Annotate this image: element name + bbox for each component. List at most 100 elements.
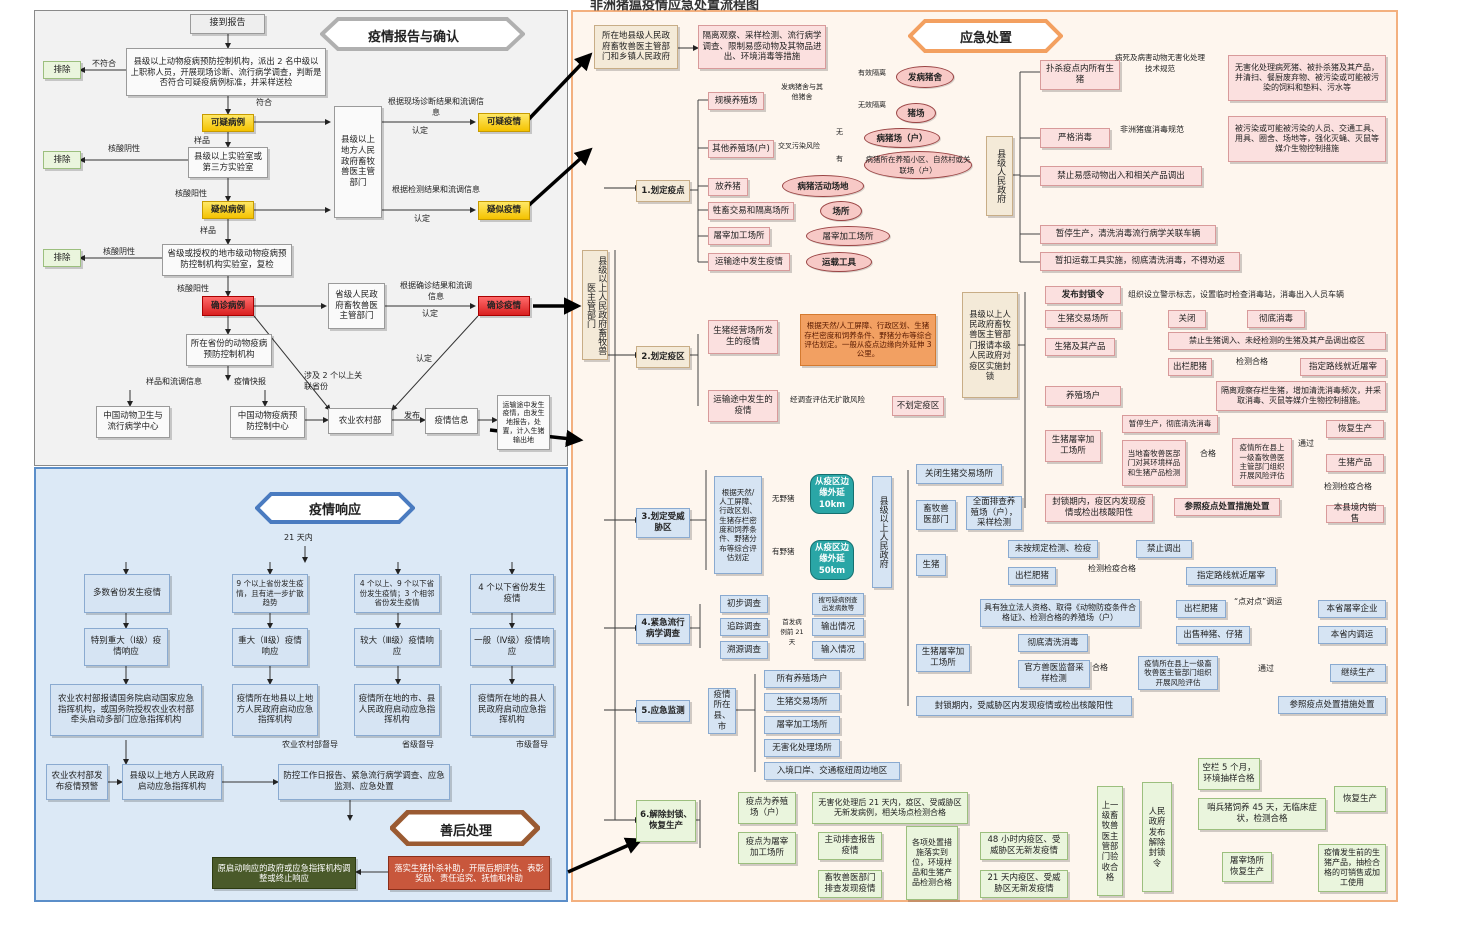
forbid-box: 禁止调出 (1136, 540, 1192, 558)
scope-level3: 4 个以上、9 个以下省份发生疫情；3 个相邻省份发生疫情 (354, 574, 440, 613)
emergency-title: 应急处置 (960, 31, 1013, 46)
level4-action: 疫情所在地的县人民政府启动应急指挥机构 (470, 684, 554, 736)
slaughterhouse-box: 生猪屠宰加工场所 (1045, 430, 1101, 462)
farm-spot-box: 疫点为养殖场（户） (738, 792, 796, 824)
likely-case-box: 疑似病例 (202, 201, 254, 219)
products-release-box: 疫情发生前的生猪产品，抽检合格的可销售或加工使用 (1318, 844, 1386, 892)
onset-label: 首发病例前 21 天 (780, 618, 804, 646)
confirm-label-3: 认定 (422, 309, 438, 318)
not-tested-box: 未按规定检测、检疫 (1008, 540, 1098, 558)
confirm-label-1: 认定 (412, 126, 428, 135)
gov-release-box: 人民政府发布解除封锁令 (1142, 782, 1172, 892)
prevention-work-box: 防控工作日报告、紧急流行病学调查、应急监测、应急处置 (278, 764, 450, 800)
disinfect-rule-label: 非洲猪瘟消毒规范 (1120, 125, 1184, 134)
report-confirm-title: 疫情报告与确认 (368, 30, 460, 45)
by-diag-label: 根据现场诊断结果和流调信息 (388, 97, 484, 117)
cull-box: 扑杀疫点内所有生猪 (1040, 60, 1120, 90)
upper-accept-box: 上一级畜牧兽医主管部门验收合格 (1097, 786, 1123, 896)
prov-lab-box: 省级或授权的地市级动物疫病预防控制机构实验室，复检 (162, 244, 292, 276)
vet-dept-box: 县级以上地方人民政府畜牧兽医主管部门 (334, 106, 382, 218)
aftermath-title: 善后处理 (440, 824, 493, 839)
sentinel-box: 哨兵猪饲养 45 天，无临床症状，检测合格 (1198, 798, 1326, 830)
test-ok-label: 检测合格 (1236, 357, 1268, 366)
local-test-box: 当地畜牧兽医部门对其环境样品和生猪产品检测 (1122, 440, 1186, 486)
fat-box: 出栏肥猪 (1168, 358, 1212, 376)
vet-dept-threat-box: 畜牧兽医部门 (916, 500, 956, 530)
terminate-response-box: 原启动响应的政府或应急指挥机构调整或终止响应 (212, 857, 356, 889)
county-center-box: 县级以上动物疫病预防控制机构，派出 2 名中级以上职称人员，开展现场诊断、流行病… (126, 48, 326, 96)
isolation-measures-box: 隔离观察、采样检测、流行病学调查、限制易感动物及其物品进出、环境消毒等措施 (698, 25, 826, 69)
prov-center-box: 所在省份的动物疫病预防控制机构 (186, 334, 272, 366)
nucleic-neg-label-2: 核酸阴性 (103, 247, 135, 256)
step3-box: 3.划定受威胁区 (636, 508, 690, 538)
d21-box: 21 天内疫区、受威胁区无新发疫情 (980, 870, 1068, 898)
has-wild-label: 有野猪 (772, 547, 795, 556)
days21-label: 21 天内 (284, 533, 313, 542)
sample-label-1: 样品 (194, 136, 210, 145)
disinfect-items-box: 被污染或可能被污染的人员、交通工具、用具、圈舍、场地等，强化灭蝇、灭鼠等媒介生物… (1228, 116, 1386, 162)
local-sale-box: 本县境内销售 (1326, 503, 1384, 524)
cull-rule-label: 病死及病害动物无害化处理技术规范 (1115, 53, 1205, 73)
r3-box: 输入情况 (812, 641, 864, 659)
step5-box: 5.应急监测 (636, 700, 690, 722)
level2-response: 重大（Ⅱ级）疫情响应 (232, 628, 308, 666)
china-cadc-box: 中国动物疫病预防控制中心 (230, 406, 305, 438)
no-match-label: 不符合 (92, 59, 116, 68)
recover-box: 恢复生产 (1334, 786, 1386, 812)
clean-threat-box: 彻底清洗消毒 (1018, 634, 1088, 652)
aftermath-banner (390, 810, 540, 846)
pig-products-box: 生猪产品 (1326, 454, 1384, 472)
effective-label: 有效隔离 (858, 69, 886, 77)
exclude-box-3: 排除 (43, 249, 81, 267)
by-confirm-label: 根据确诊结果和流调信息 (400, 281, 472, 301)
pigs-box: 生猪 (916, 554, 946, 576)
epi-report-label: 疫情快报 (234, 377, 266, 386)
route-box-3: 指定路线就近屠宰 (1186, 567, 1276, 585)
has-label: 有 (836, 155, 843, 163)
sample-label-2: 样品 (200, 226, 216, 235)
scope-level2: 9 个以上省份发生疫情，且有进一步扩散趋势 (232, 574, 308, 613)
level1-action: 农业农村部报请国务院启动国家应急指挥机构，或国务院授权农业农村部牵头启动多部门应… (50, 684, 202, 736)
out-fat-box: 出栏肥猪 (1008, 567, 1056, 585)
involve-two-label: 涉及 2 个以上关联省份 (304, 371, 363, 391)
moa-oversight: 农业农村部督导 (282, 740, 338, 749)
epi-county-box: 疫情所在县、市 (708, 688, 736, 734)
confirmed-case-box: 确诊病例 (202, 296, 254, 316)
onset-pen-ellipse: 发病猪舍 (896, 66, 954, 88)
disinfect-box: 严格消毒 (1040, 128, 1110, 148)
initial-survey-box: 初步调查 (720, 595, 768, 613)
farm-rule-box: 隔离观察存栏生猪，增加清洗消毒频次，并采取消毒、灭鼠等媒介生物控制措施。 (1216, 381, 1386, 411)
h48-box: 48 小时内疫区、受威胁区无新发疫情 (980, 832, 1068, 860)
scale-farm-box: 规模养殖场 (708, 92, 764, 110)
self-report-box: 主动排查报告疫情 (818, 832, 882, 860)
slaughter-spot-box: 疫点为屠宰加工场所 (738, 832, 796, 864)
pass-label-3: 合格 (1092, 663, 1108, 672)
breed-box: 出售种猪、仔猪 (1176, 626, 1250, 644)
report-confirm-banner (320, 17, 525, 51)
moa-alert-box: 农业农村部发布疫情预警 (46, 764, 108, 800)
by-test-label: 根据检测结果和流调信息 (392, 185, 480, 194)
step6-box: 6.解除封锁、恢复生产 (636, 800, 696, 842)
exclude-box-2: 排除 (43, 151, 81, 169)
all-farms-box: 所有养殖场户 (764, 670, 840, 688)
slaughter-recover-box: 屠宰场所恢复生产 (1222, 852, 1272, 882)
moa-box: 农业农村部 (328, 408, 392, 434)
prov-vet-dept-box: 省级人民政府畜牧兽医主管部门 (328, 283, 385, 329)
r1-box: 搜可疑病例查出发病数等 (812, 593, 864, 615)
receive-report-box: 接到报告 (190, 14, 265, 34)
farms-box: 养殖场户 (1045, 386, 1121, 406)
threat-seal-period-box: 封锁期内，受威胁区内发现疫情或检出核酸阳性 (916, 696, 1132, 716)
products-box: 生猪及其产品 (1045, 338, 1115, 356)
cross-risk-label: 交叉污染风险 (778, 142, 820, 150)
level2-action: 疫情所在地县以上地方人民政府启动应急指挥机构 (232, 684, 318, 736)
close-box: 关闭 (1168, 310, 1206, 328)
level1-response: 特别重大（Ⅰ级）疫情响应 (84, 628, 168, 666)
pass-label-1: 合格 (1200, 449, 1216, 458)
threat-ref-box: 参照疫点处置措施处置 (1278, 696, 1386, 714)
seal-box: 发布封锁令 (1045, 286, 1121, 304)
test-pass-label: 检测检疫合格 (1324, 482, 1372, 491)
county-lab-box: 县级以上实验室或第三方实验室 (188, 147, 268, 178)
slaughter-box: 屠宰加工场所 (708, 227, 770, 245)
p2p-label: “点对点”调运 (1234, 597, 1283, 606)
